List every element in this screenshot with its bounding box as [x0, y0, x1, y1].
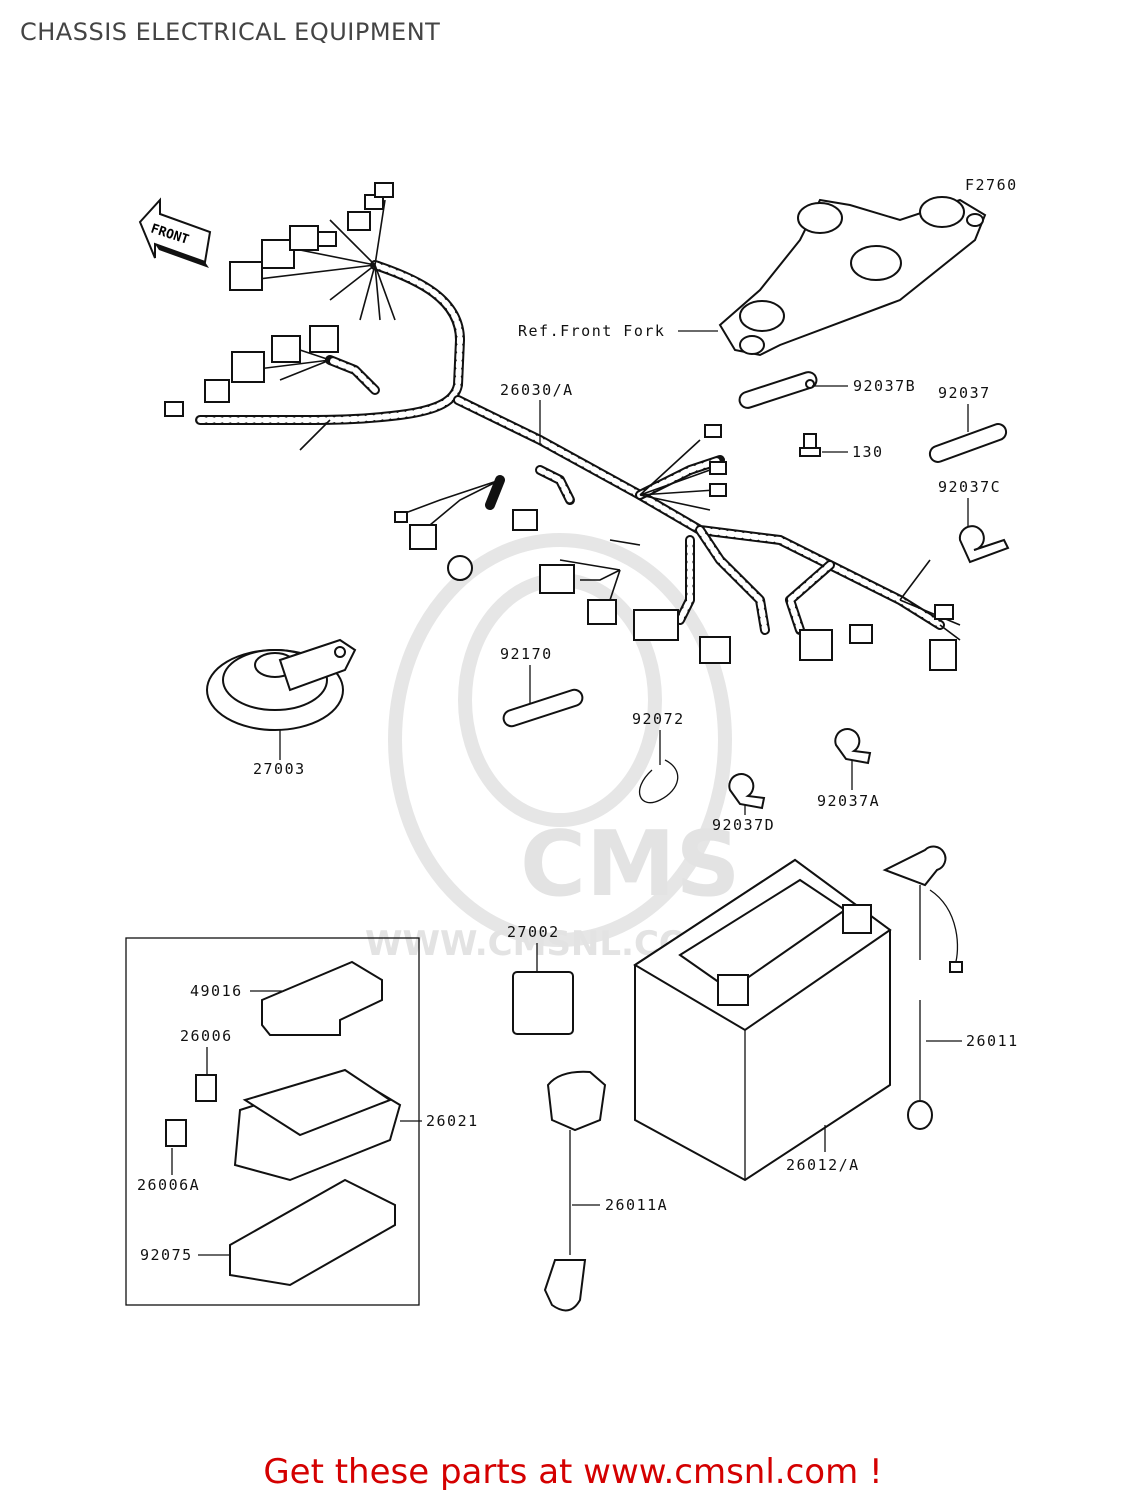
callout-27003: 27003 — [253, 760, 306, 778]
callout-27002: 27002 — [507, 923, 560, 941]
fuse-box — [165, 960, 402, 1287]
callout-26006: 26006 — [180, 1027, 233, 1045]
callout-26011: 26011 — [966, 1032, 1019, 1050]
figure-code: F2760 — [965, 176, 1018, 194]
battery — [633, 858, 892, 1182]
callout-92072: 92072 — [632, 710, 685, 728]
fork-bracket — [718, 196, 987, 357]
callout-26011A: 26011A — [605, 1196, 668, 1214]
callout-92037A: 92037A — [817, 792, 880, 810]
ref-front-fork-label: Ref.Front Fork — [518, 322, 665, 340]
callout-49016: 49016 — [190, 982, 243, 1000]
callout-26012A: 26012/A — [786, 1156, 860, 1174]
callout-92037B: 92037B — [853, 377, 916, 395]
callout-130: 130 — [852, 443, 884, 461]
callout-92037C: 92037C — [938, 478, 1001, 496]
cable-26011 — [882, 845, 963, 1130]
footer-link[interactable]: Get these parts at www.cmsnl.com ! — [263, 1452, 883, 1492]
cable-26011A — [543, 1070, 607, 1312]
callout-92037: 92037 — [938, 384, 991, 402]
callout-26021: 26021 — [426, 1112, 479, 1130]
page-title: CHASSIS ELECTRICAL EQUIPMENT — [20, 18, 441, 46]
callout-26006A: 26006A — [137, 1176, 200, 1194]
connectors — [164, 182, 957, 671]
callout-92170: 92170 — [500, 645, 553, 663]
callout-26030A: 26030/A — [500, 381, 574, 399]
callout-92075: 92075 — [140, 1246, 193, 1264]
watermark-brand: CMS — [520, 812, 740, 917]
callout-92037D: 92037D — [712, 816, 775, 834]
front-arrow-icon: FRONT — [138, 197, 212, 268]
horn — [206, 638, 357, 731]
